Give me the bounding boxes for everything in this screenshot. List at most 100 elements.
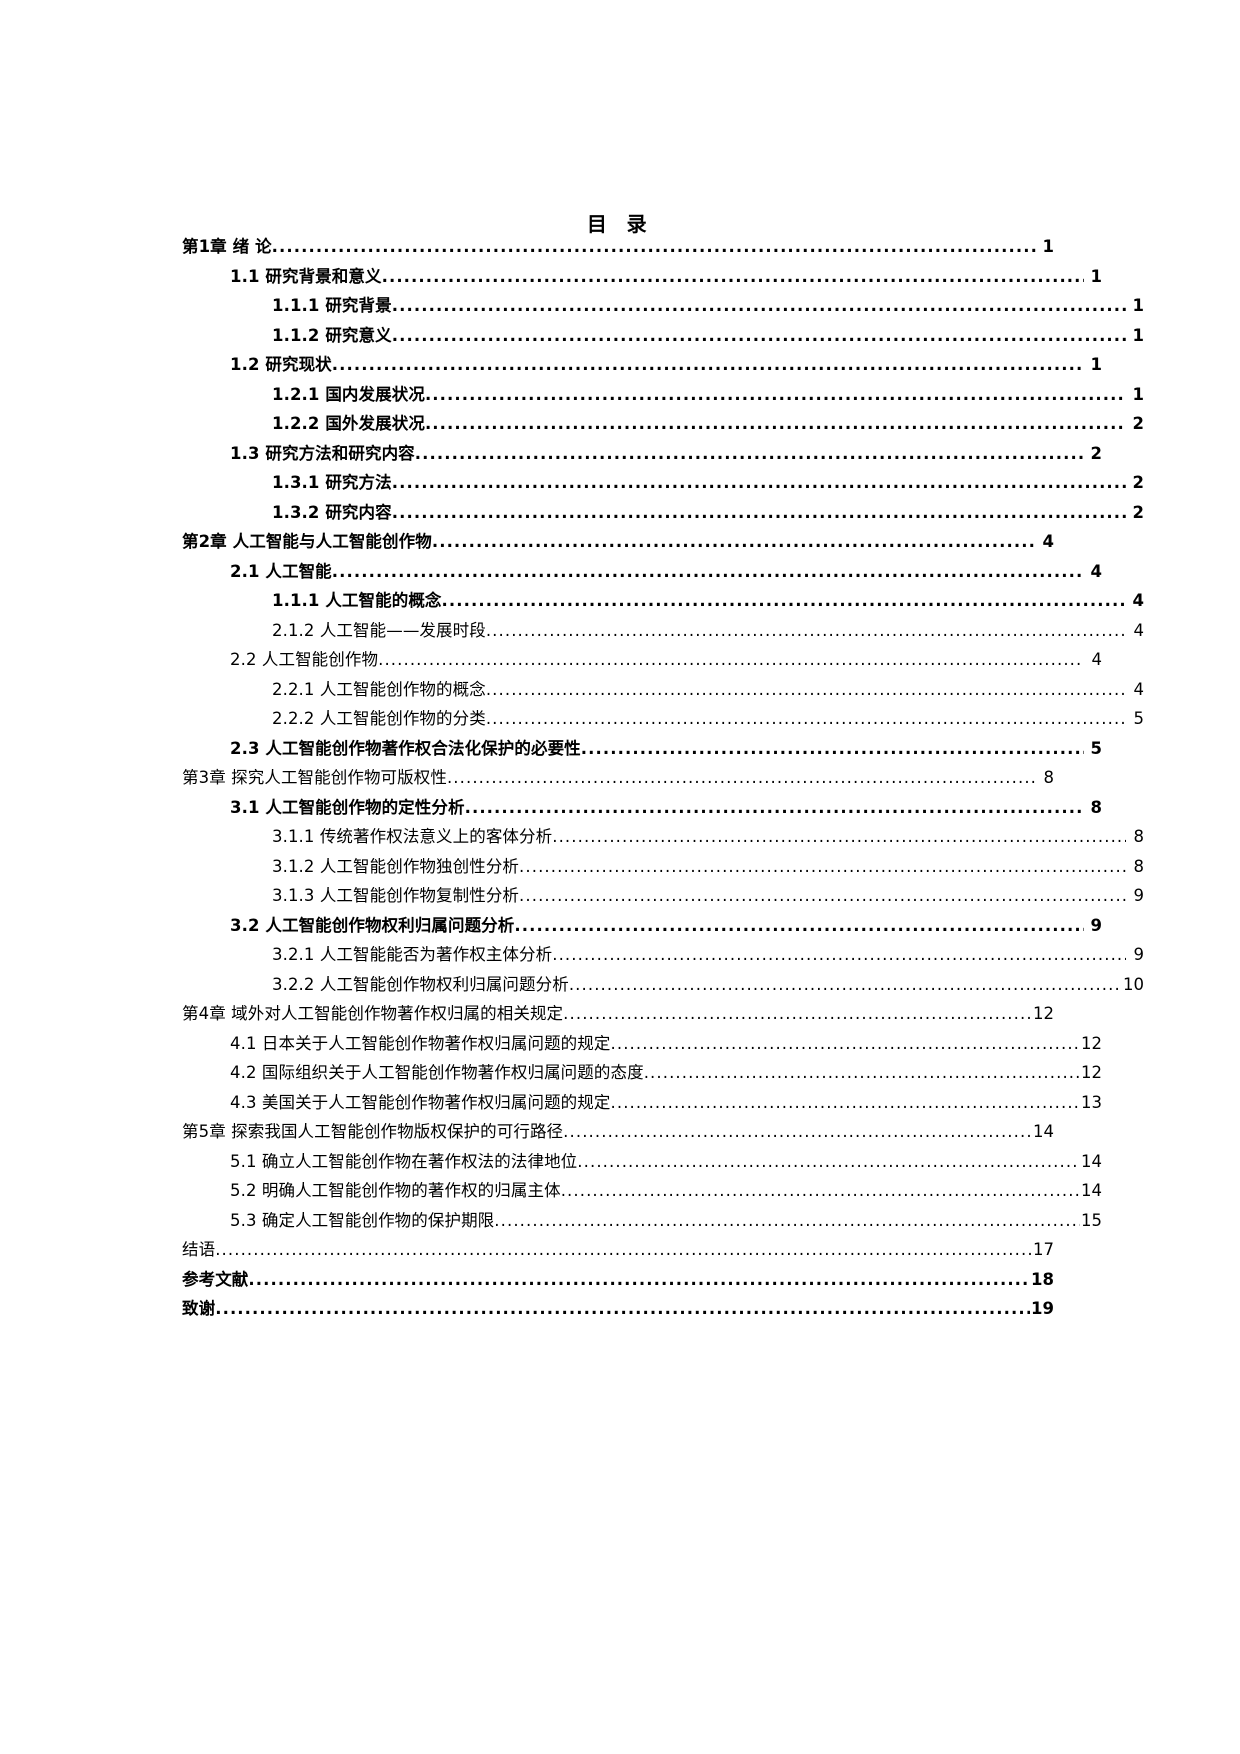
toc-entry-label: 参考文献 [182, 1269, 249, 1289]
toc-entry-label: 5.3 确定人工智能创作物的保护期限 [230, 1210, 495, 1230]
toc-entry[interactable]: 1.1.1 研究背景 1 [178, 291, 1144, 321]
toc-entry-page-number: 4 [1133, 679, 1145, 699]
toc-entry[interactable]: 3.1 人工智能创作物的定性分析 8 [178, 793, 1102, 823]
toc-dot-leader [447, 763, 1036, 793]
toc-entry-label: 1.3.1 研究方法 [272, 473, 392, 492]
toc-entry-label: 1.1.1 研究背景 [272, 296, 392, 315]
toc-entry[interactable]: 4.2 国际组织关于人工智能创作物著作权归属问题的态度 12 [178, 1058, 1102, 1088]
toc-entry[interactable]: 4.1 日本关于人工智能创作物著作权归属问题的规定12 [178, 1029, 1102, 1059]
toc-entry[interactable]: 5.3 确定人工智能创作物的保护期限 15 [178, 1206, 1102, 1236]
toc-dot-leader [332, 557, 1084, 587]
toc-entry-label: 2.2.1 人工智能创作物的概念 [272, 679, 486, 699]
toc-entry[interactable]: 参考文献 18 [178, 1265, 1054, 1295]
toc-entry[interactable]: 3.1.3 人工智能创作物复制性分析9 [178, 881, 1144, 911]
toc-entry[interactable]: 2.2.1 人工智能创作物的概念 4 [178, 675, 1144, 705]
toc-dot-leader [382, 262, 1084, 292]
toc-entry-page-number: 15 [1081, 1210, 1102, 1230]
toc-entry-label: 致谢 [182, 1299, 216, 1318]
toc-entry-page-number: 8 [1133, 827, 1145, 846]
toc-entry-label: 1.1.1 人工智能的概念 [272, 591, 442, 610]
toc-entry-label: 第1章 绪 论 [182, 237, 272, 256]
toc-entry-label: 4.3 美国关于人工智能创作物著作权归属问题的规定 [230, 1092, 611, 1112]
toc-entry-label: 1.1.2 研究意义 [272, 325, 392, 345]
toc-dot-leader [442, 586, 1126, 616]
toc-entry-label: 4.2 国际组织关于人工智能创作物著作权归属问题的态度 [230, 1063, 644, 1082]
toc-entry[interactable]: 2.1.2 人工智能——发展时段4 [178, 616, 1144, 646]
toc-entry-page-number: 8 [1090, 797, 1102, 817]
toc-dot-leader [563, 999, 1032, 1029]
toc-dot-leader [611, 1088, 1081, 1118]
toc-entry-page-number: 12 [1081, 1063, 1102, 1082]
toc-dot-leader [486, 704, 1126, 734]
toc-entry[interactable]: 1.1 研究背景和意义1 [178, 262, 1102, 292]
toc-entry-label: 3.2.1 人工智能能否为著作权主体分析 [272, 945, 553, 964]
toc-dot-leader [519, 881, 1126, 911]
toc-entry-label: 3.1.2 人工智能创作物独创性分析 [272, 856, 520, 876]
toc-dot-leader [577, 1147, 1080, 1177]
toc-dot-leader [415, 439, 1084, 469]
toc-entry-page-number: 12 [1033, 1004, 1054, 1023]
toc-entry[interactable]: 1.1.2 研究意义 1 [178, 321, 1144, 351]
toc-entry-label: 3.1 人工智能创作物的定性分析 [230, 797, 465, 817]
toc-entry[interactable]: 1.2.1 国内发展状况1 [178, 380, 1144, 410]
toc-entry[interactable]: 致谢 19 [178, 1294, 1054, 1324]
toc-entry[interactable]: 3.2.1 人工智能能否为著作权主体分析 9 [178, 940, 1144, 970]
toc-entry-page-number: 1 [1132, 384, 1144, 404]
toc-entry[interactable]: 1.3.2 研究内容2 [178, 498, 1144, 528]
toc-dot-leader [392, 321, 1126, 351]
toc-entry-label: 1.3 研究方法和研究内容 [230, 443, 415, 463]
toc-entry-label: 2.1 人工智能 [230, 561, 332, 581]
toc-entry-page-number: 1 [1090, 355, 1102, 374]
toc-entry-page-number: 4 [1091, 650, 1103, 669]
toc-entry-label: 3.1.3 人工智能创作物复制性分析 [272, 886, 520, 905]
toc-dot-leader [425, 409, 1126, 439]
toc-entry[interactable]: 1.3.1 研究方法2 [178, 468, 1144, 498]
toc-dot-leader [432, 527, 1036, 557]
toc-entry[interactable]: 3.2.2 人工智能创作物权利归属问题分析10 [178, 970, 1144, 1000]
toc-entry[interactable]: 2.2 人工智能创作物4 [178, 645, 1102, 675]
toc-entry[interactable]: 1.3 研究方法和研究内容2 [178, 439, 1102, 469]
toc-dot-leader [332, 350, 1084, 380]
toc-entry[interactable]: 第5章 探索我国人工智能创作物版权保护的可行路径14 [178, 1117, 1054, 1147]
toc-entry-label: 第3章 探究人工智能创作物可版权性 [182, 768, 447, 787]
toc-dot-leader [552, 822, 1126, 852]
toc-entry-page-number: 1 [1132, 325, 1144, 345]
toc-dot-leader [248, 1265, 1030, 1295]
toc-entry[interactable]: 3.2 人工智能创作物权利归属问题分析9 [178, 911, 1102, 941]
toc-entry[interactable]: 3.1.2 人工智能创作物独创性分析 8 [178, 852, 1144, 882]
toc-entry[interactable]: 第4章 域外对人工智能创作物著作权归属的相关规定 12 [178, 999, 1054, 1029]
toc-entry-page-number: 1 [1132, 296, 1144, 315]
toc-entry[interactable]: 第2章 人工智能与人工智能创作物4 [178, 527, 1054, 557]
toc-entry[interactable]: 2.3 人工智能创作物著作权合法化保护的必要性5 [178, 734, 1102, 764]
toc-entry[interactable]: 5.2 明确人工智能创作物的著作权的归属主体14 [178, 1176, 1102, 1206]
toc-entry-label: 第4章 域外对人工智能创作物著作权归属的相关规定 [182, 1004, 564, 1023]
toc-entry-page-number: 18 [1031, 1269, 1054, 1289]
toc-entry-page-number: 19 [1031, 1299, 1054, 1318]
toc-entry-page-number: 9 [1133, 945, 1145, 964]
toc-entry-page-number: 14 [1033, 1122, 1054, 1141]
toc-dot-leader [392, 291, 1126, 321]
toc-entry[interactable]: 5.1 确立人工智能创作物在著作权法的法律地位14 [178, 1147, 1102, 1177]
toc-entry[interactable]: 第3章 探究人工智能创作物可版权性 8 [178, 763, 1054, 793]
toc-dot-leader [561, 1176, 1080, 1206]
toc-entry-page-number: 12 [1081, 1033, 1102, 1053]
toc-entry-label: 1.2.2 国外发展状况 [272, 414, 425, 433]
toc-entry[interactable]: 2.1 人工智能4 [178, 557, 1102, 587]
toc-entry-label: 1.1 研究背景和意义 [230, 266, 382, 286]
toc-entry-label: 5.1 确立人工智能创作物在著作权法的法律地位 [230, 1151, 578, 1171]
toc-entry-page-number: 14 [1081, 1181, 1102, 1200]
toc-entry-label: 3.2 人工智能创作物权利归属问题分析 [230, 915, 515, 935]
toc-entry-label: 1.3.2 研究内容 [272, 502, 392, 522]
toc-entry[interactable]: 2.2.2 人工智能创作物的分类5 [178, 704, 1144, 734]
toc-entry-page-number: 8 [1133, 856, 1145, 876]
toc-entry[interactable]: 1.1.1 人工智能的概念4 [178, 586, 1144, 616]
toc-entry[interactable]: 1.2.2 国外发展状况2 [178, 409, 1144, 439]
toc-entry-page-number: 8 [1043, 768, 1055, 787]
toc-entry-label: 结语 [182, 1240, 216, 1259]
toc-entry[interactable]: 3.1.1 传统著作权法意义上的客体分析8 [178, 822, 1144, 852]
toc-entry[interactable]: 4.3 美国关于人工智能创作物著作权归属问题的规定13 [178, 1088, 1102, 1118]
toc-entry[interactable]: 第1章 绪 论1 [178, 232, 1054, 262]
toc-entry[interactable]: 结语17 [178, 1235, 1054, 1265]
toc-entry[interactable]: 1.2 研究现状1 [178, 350, 1102, 380]
